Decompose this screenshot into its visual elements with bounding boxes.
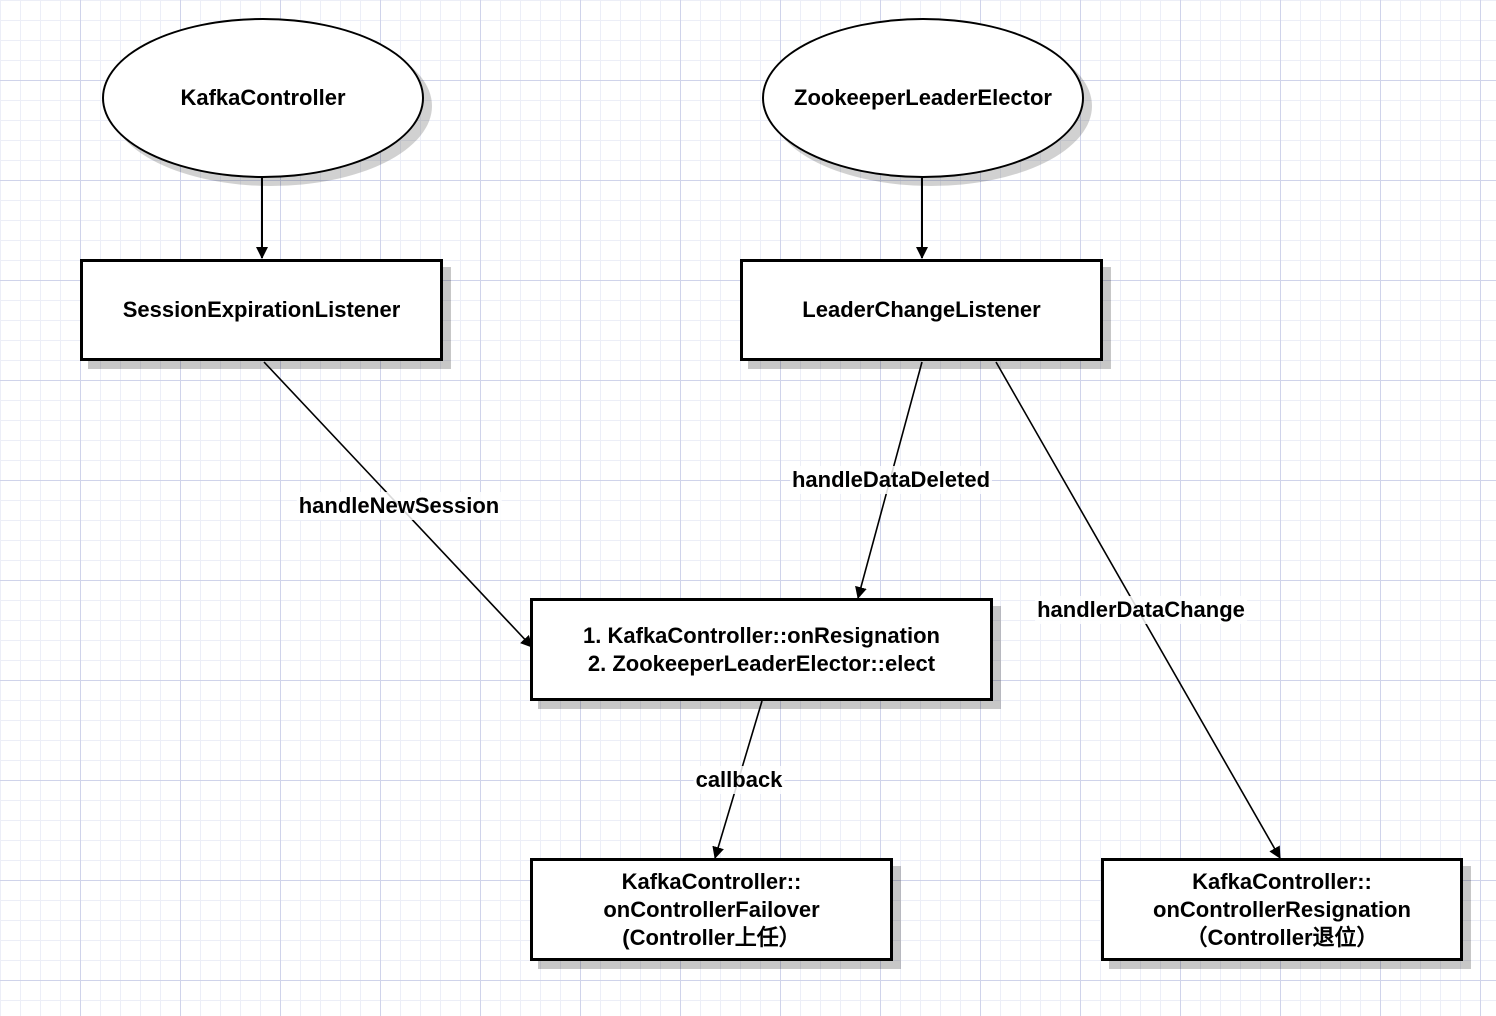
controller-failover-node: KafkaController:: onControllerFailover (… [530,858,893,961]
controller-failover-line3: (Controller上任） [622,924,801,950]
leader-change-listener-node: LeaderChangeListener [740,259,1103,361]
controller-resignation-node: KafkaController:: onControllerResignatio… [1101,858,1463,961]
kafka-controller-label: KafkaController [180,85,346,110]
controller-resignation-line2: onControllerResignation [1153,896,1411,922]
handle-data-deleted-label: handleDataDeleted [789,466,993,494]
zookeeper-leader-elector-label: ZookeeperLeaderElector [794,85,1052,110]
controller-resignation-line1: KafkaController:: [1192,868,1372,894]
session-expiration-listener-label: SessionExpirationListener [122,297,401,322]
leader-change-listener-label: LeaderChangeListener [802,297,1041,322]
controller-resignation-line3: （Controller退位） [1185,924,1379,950]
controller-failover-line1: KafkaController:: [621,868,802,894]
kafka-controller-node: KafkaController [102,18,424,178]
handle-new-session-label: handleNewSession [296,492,502,520]
resign-elect-line1: 1. KafkaController::onResignation [583,622,940,648]
session-expiration-listener-node: SessionExpirationListener [80,259,443,361]
resign-elect-line2: 2. ZookeeperLeaderElector::elect [587,650,936,676]
handler-data-change-label: handlerDataChange [1035,596,1247,624]
resign-elect-node: 1. KafkaController::onResignation 2. Zoo… [530,598,993,701]
callback-label: callback [693,766,785,794]
controller-failover-line2: onControllerFailover [603,896,820,922]
zookeeper-leader-elector-node: ZookeeperLeaderElector [762,18,1084,178]
